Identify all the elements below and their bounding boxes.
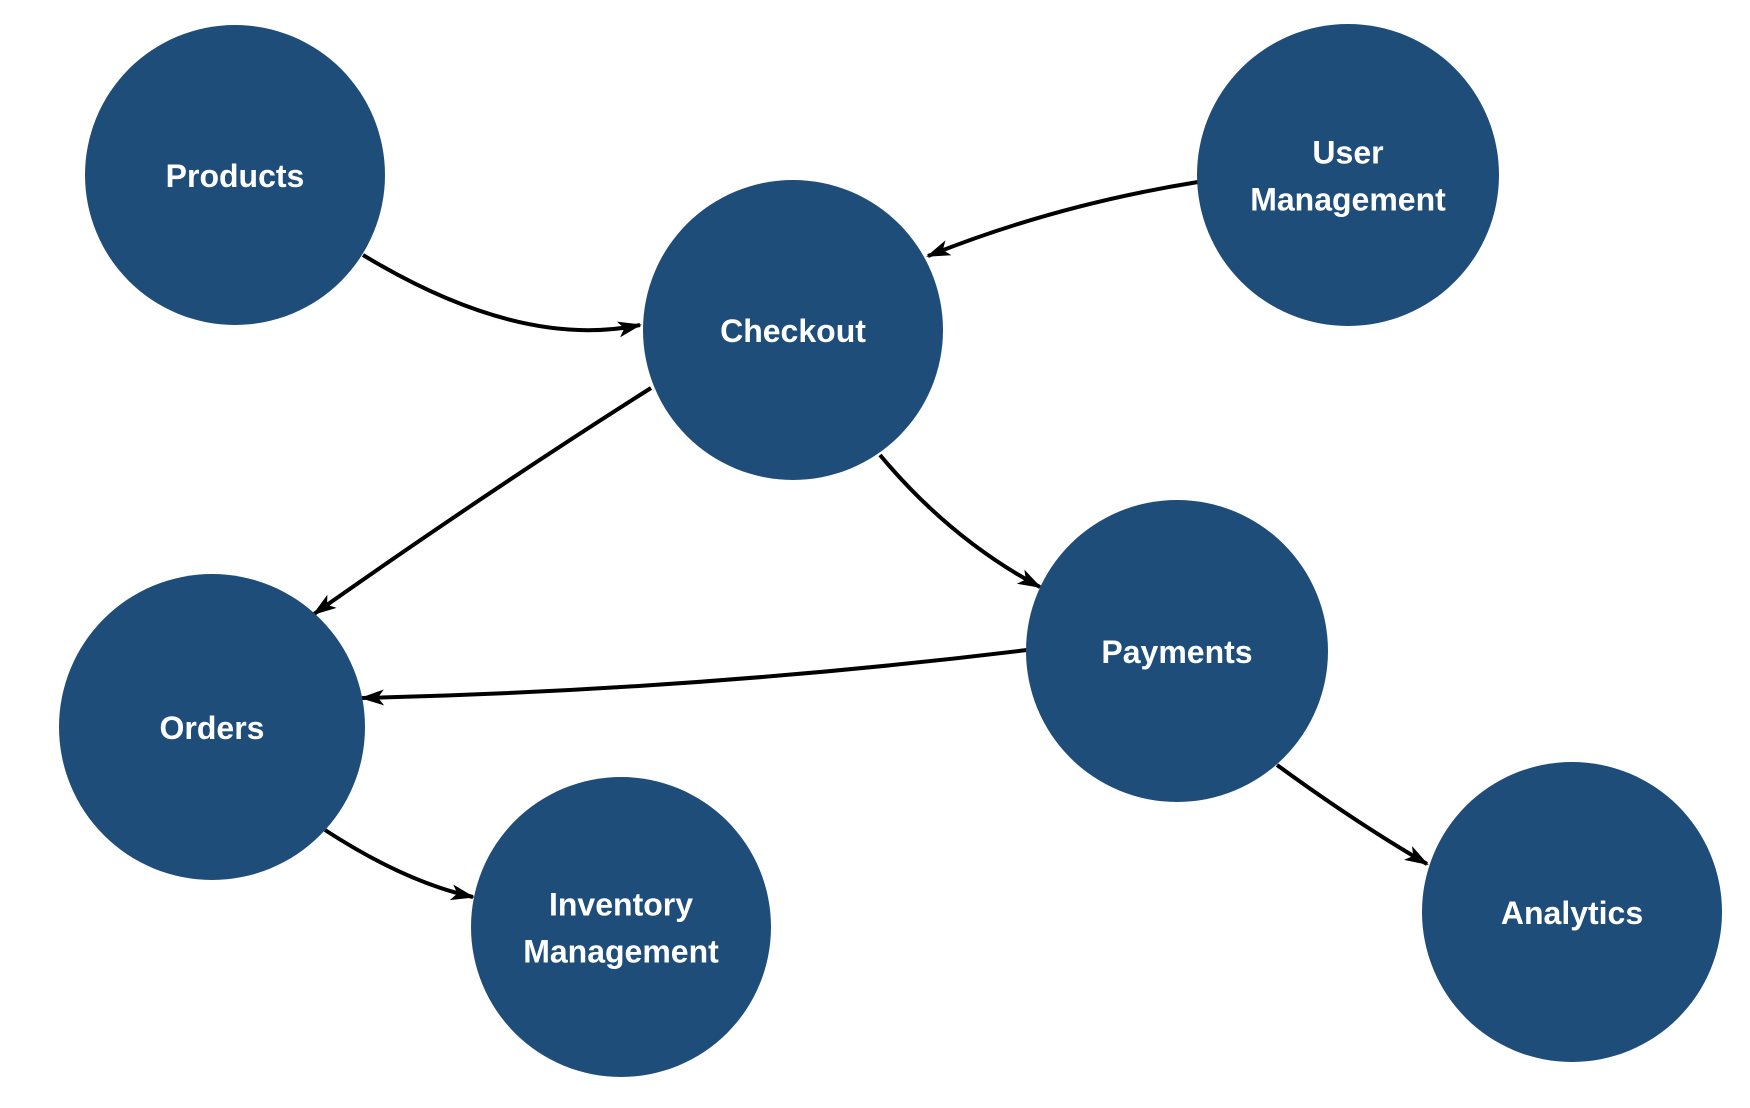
node-label-products: Products bbox=[166, 158, 305, 194]
edge-checkout-to-orders bbox=[312, 386, 653, 616]
edge-payments-to-orders bbox=[360, 648, 1028, 706]
node-label-payments: Payments bbox=[1101, 634, 1252, 670]
node-label-analytics: Analytics bbox=[1501, 895, 1643, 931]
node-circle-user-management bbox=[1197, 24, 1499, 326]
edge-payments-to-analytics bbox=[1275, 763, 1429, 866]
node-analytics: Analytics bbox=[1422, 762, 1722, 1062]
edge-checkout-to-payments bbox=[878, 453, 1042, 589]
node-circle-checkout bbox=[643, 180, 943, 480]
node-circle-payments bbox=[1026, 500, 1328, 802]
node-label-checkout: Checkout bbox=[720, 313, 866, 349]
node-orders: Orders bbox=[59, 574, 365, 880]
node-circle-products bbox=[85, 25, 385, 325]
node-circle-orders bbox=[59, 574, 365, 880]
node-products: Products bbox=[85, 25, 385, 325]
node-circle-analytics bbox=[1422, 762, 1722, 1062]
edge-user-management-to-checkout bbox=[926, 180, 1199, 258]
edge-products-to-checkout bbox=[361, 253, 642, 338]
node-payments: Payments bbox=[1026, 500, 1328, 802]
node-circle-inventory-management bbox=[471, 777, 771, 1077]
edges-layer bbox=[312, 180, 1429, 901]
node-checkout: Checkout bbox=[643, 180, 943, 480]
node-label-orders: Orders bbox=[160, 710, 265, 746]
edge-orders-to-inventory-management bbox=[323, 828, 475, 901]
